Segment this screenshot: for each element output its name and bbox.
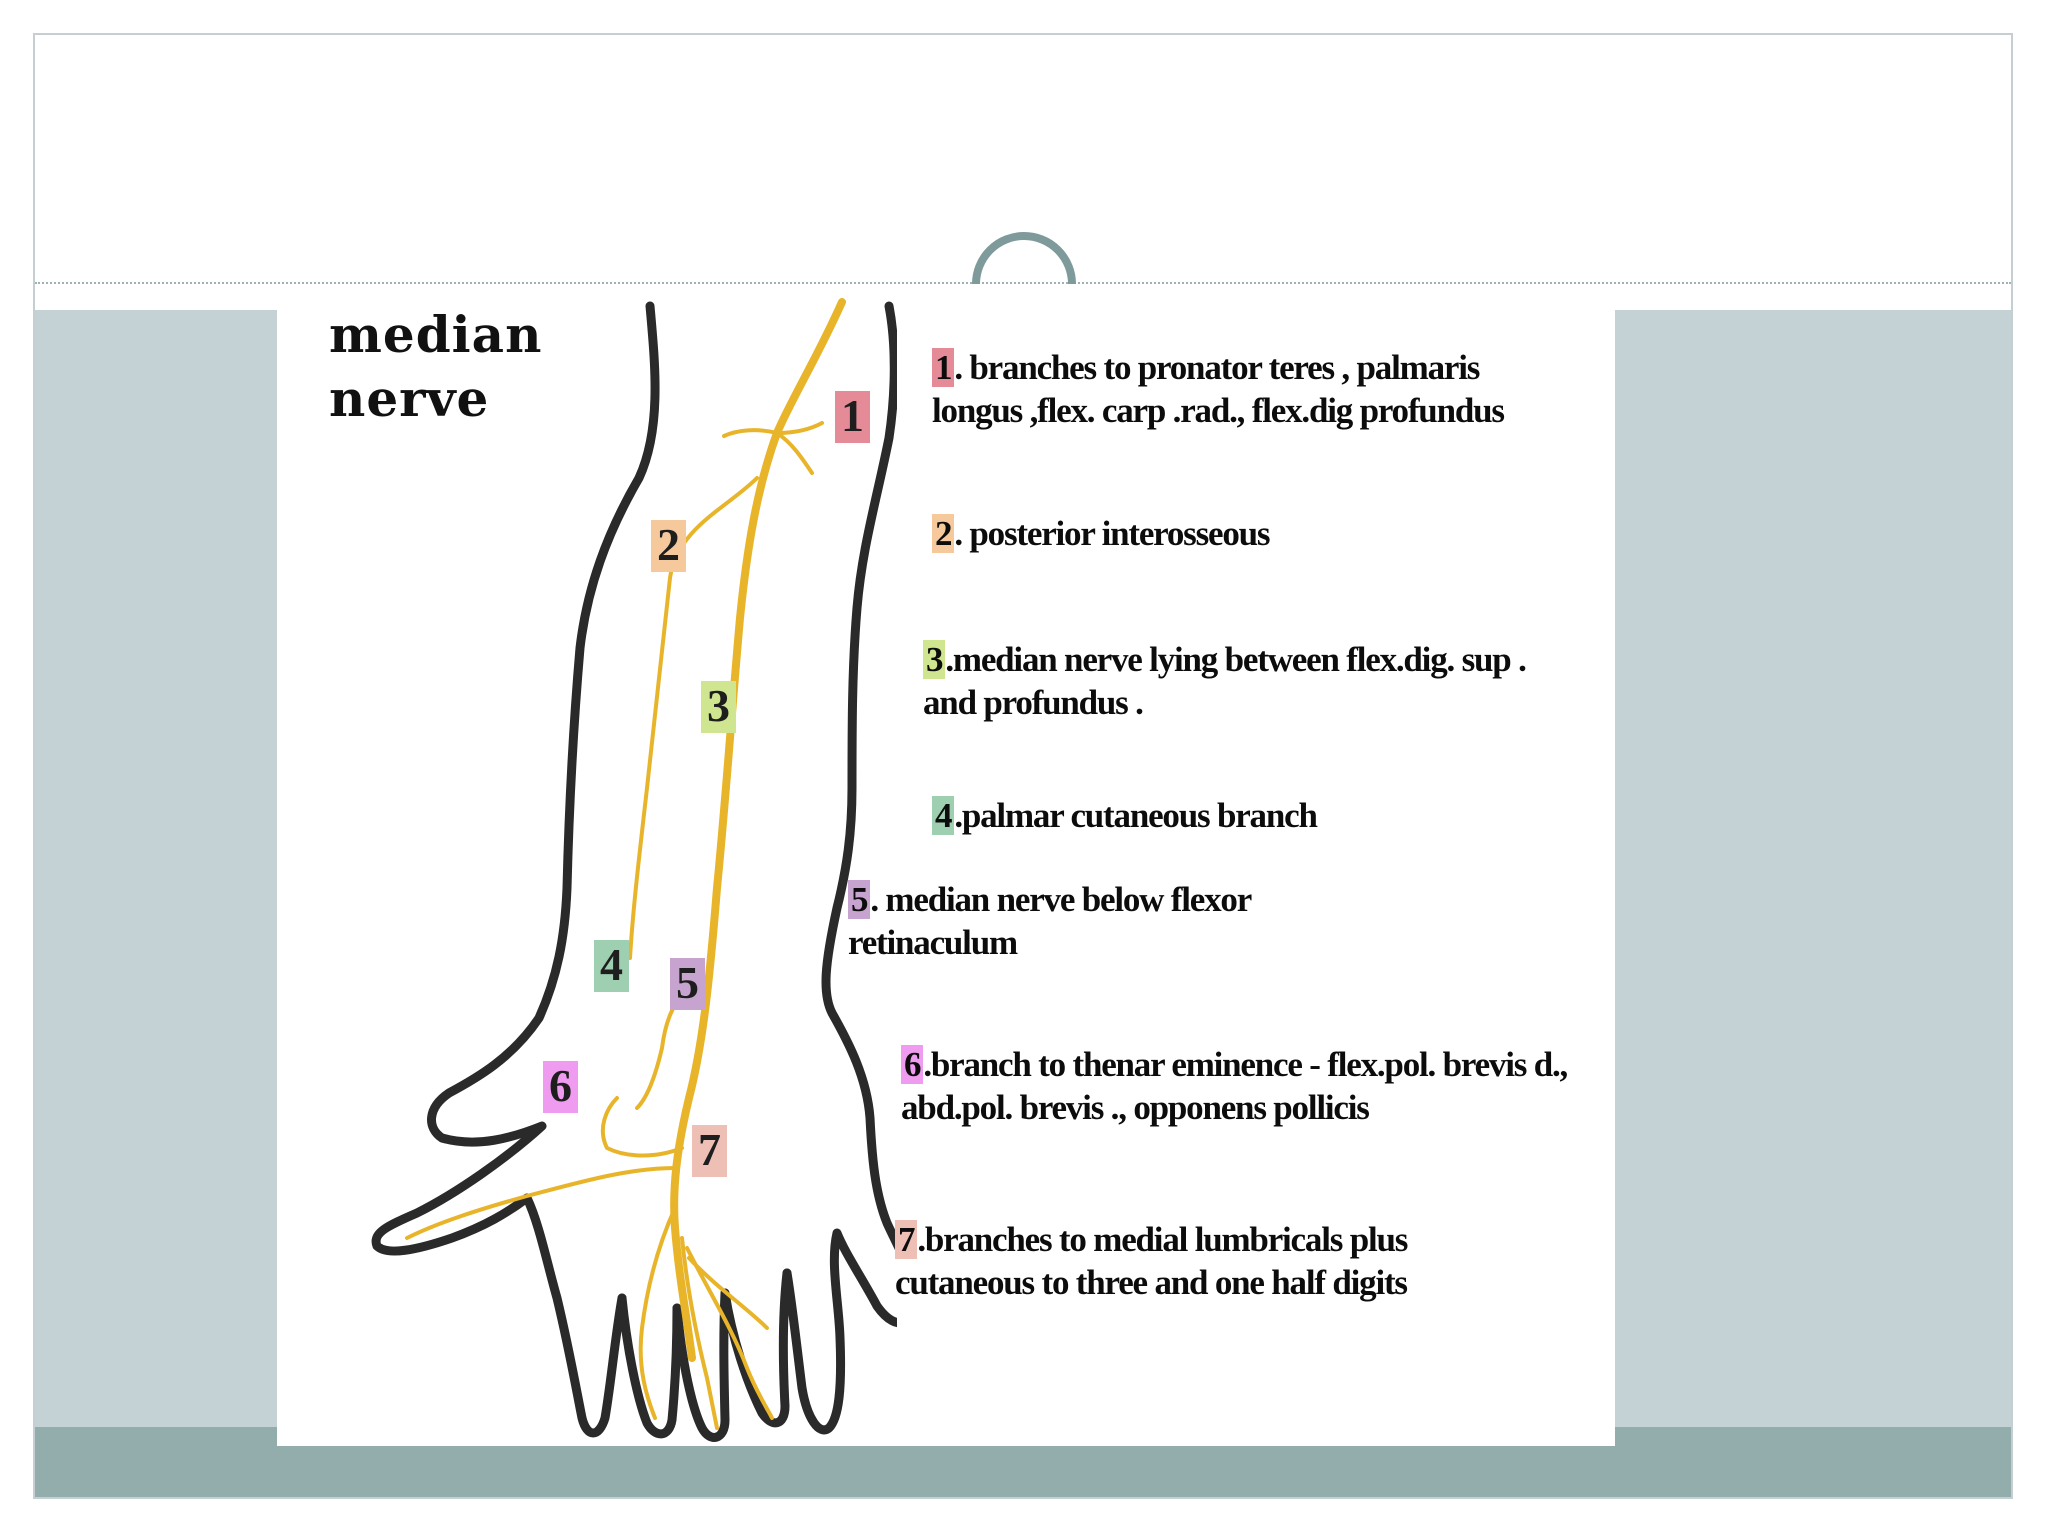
legend-marker-3: 3 [923, 640, 946, 679]
median-nerve-trunk [670, 298, 846, 1362]
label-5: 5 [670, 958, 705, 1010]
branch-posterior-interosseous [628, 476, 759, 960]
branch-pronator [722, 428, 779, 438]
legend-text-3: .median nerve lying between flex.dig. su… [923, 640, 1527, 722]
legend-item-5: 5. median nerve below flexor retinaculum [848, 878, 1368, 964]
legend-text-7: .branches to medial lumbricals plus cuta… [895, 1220, 1408, 1302]
branch-thumb [405, 1166, 677, 1240]
branch-digit-middle [680, 1236, 719, 1430]
legend-text-4: .palmar cutaneous branch [954, 796, 1318, 835]
legend-text-6: .branch to thenar eminence - flex.pol. b… [901, 1045, 1568, 1127]
label-7: 7 [692, 1125, 727, 1177]
legend-marker-7: 7 [895, 1220, 918, 1259]
finger-middle [672, 1288, 730, 1442]
legend-item-2: 2. posterior interosseous [932, 512, 1572, 555]
legend-item-1: 1. branches to pronator teres , palmaris… [932, 346, 1567, 432]
legend-marker-2: 2 [932, 514, 955, 553]
label-3: 3 [701, 681, 736, 733]
branch-flex-dig [775, 421, 824, 435]
legend-text-2: . posterior interosseous [954, 514, 1270, 553]
legend-item-6: 6.branch to thenar eminence - flex.pol. … [901, 1043, 1601, 1129]
arm-outline-right [782, 301, 897, 1435]
finger-ring [720, 1268, 792, 1428]
label-1: 1 [835, 391, 870, 443]
legend-marker-5: 5 [848, 880, 871, 919]
diagram-title: median nerve [329, 305, 543, 428]
legend-item-3: 3.median nerve lying between flex.dig. s… [923, 638, 1553, 724]
legend-marker-6: 6 [901, 1045, 924, 1084]
branch-digit-index [638, 1206, 677, 1420]
branch-digit-ring [685, 1246, 774, 1420]
legend-text-5: . median nerve below flexor retinaculum [848, 880, 1252, 962]
label-2: 2 [651, 520, 686, 572]
legend-marker-4: 4 [932, 796, 955, 835]
arm-illustration [371, 298, 897, 1442]
legend-text-1: . branches to pronator teres , palmaris … [932, 348, 1505, 430]
diagram-panel: median nerve 1 2 3 4 5 6 7 1. branches t… [277, 288, 1615, 1446]
arc-ornament-icon [972, 232, 1076, 285]
branch-thenar [600, 1096, 684, 1158]
legend-marker-1: 1 [932, 348, 955, 387]
legend-item-7: 7.branches to medial lumbricals plus cut… [895, 1218, 1525, 1304]
label-4: 4 [594, 940, 629, 992]
finger-index [617, 1293, 682, 1439]
branch-digit-ring-2 [687, 1256, 769, 1330]
dotted-divider [35, 282, 2011, 284]
legend-item-4: 4.palmar cutaneous branch [932, 794, 1572, 837]
label-6: 6 [543, 1061, 578, 1113]
branch-pronator-2 [775, 431, 814, 475]
arm-outline-left [371, 301, 660, 1438]
